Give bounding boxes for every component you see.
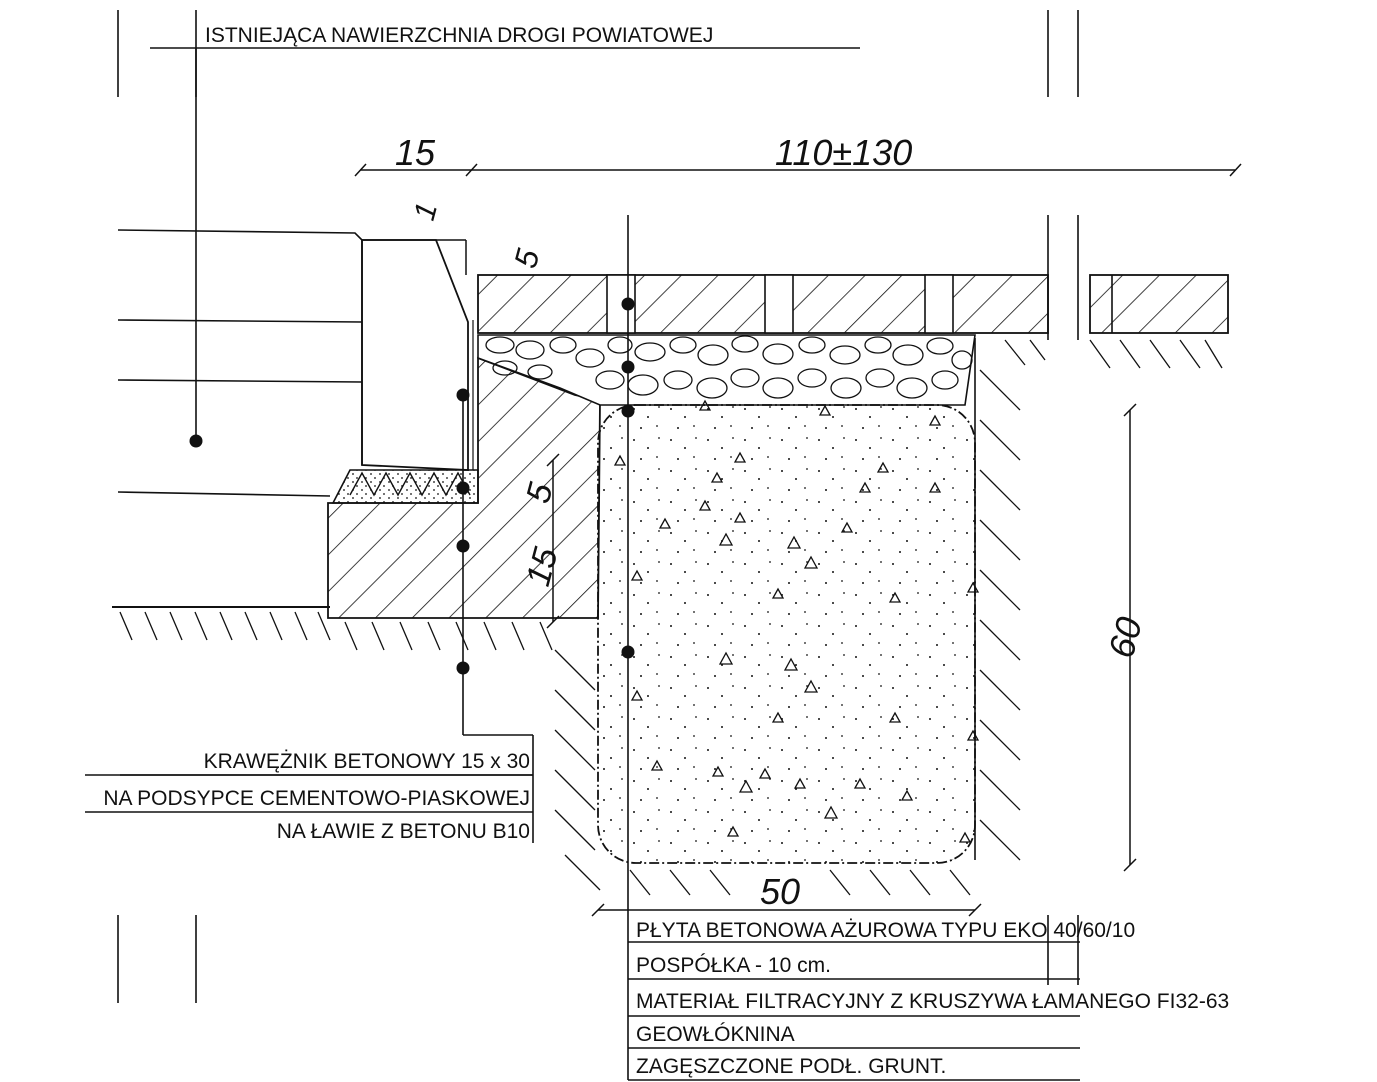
dim-60: 60 xyxy=(1100,613,1150,662)
filter-aggregate xyxy=(597,404,976,864)
ground-hatch-left xyxy=(119,611,553,651)
dim-50: 50 xyxy=(760,871,800,912)
dim-15-top: 15 xyxy=(395,132,436,173)
existing-road-layers xyxy=(117,229,436,497)
layer-label-5: ZAGĘSZCZONE PODŁ. GRUNT. xyxy=(636,1055,946,1078)
top-label: ISTNIEJĄCA NAWIERZCHNIA DROGI POWIATOWEJ xyxy=(205,24,713,47)
dim-1: 1 xyxy=(408,199,444,224)
layer-label-3: MATERIAŁ FILTRACYJNY Z KRUSZYWA ŁAMANEGO… xyxy=(636,990,1229,1013)
bedding-layer xyxy=(331,469,479,504)
bedding-zigzag xyxy=(349,471,471,497)
layer-label-1: PŁYTA BETONOWA AŻUROWA TYPU EKO 40/60/10 xyxy=(636,919,1135,942)
layer-label-4: GEOWŁÓKNINA xyxy=(636,1023,795,1046)
layer-label-2: POSPÓŁKA - 10 cm. xyxy=(636,954,831,977)
curb-label-line3: NA ŁAWIE Z BETONU B10 xyxy=(277,820,530,843)
layer-legend xyxy=(628,941,1080,1081)
curb-label-line1: KRAWĘŻNIK BETONOWY 15 x 30 xyxy=(204,750,530,773)
dimension-lines xyxy=(354,163,1242,917)
curb-label-line2: NA PODSYPCE CEMENTOWO-PIASKOWEJ xyxy=(103,787,530,810)
gravel-stones xyxy=(485,335,973,399)
concrete-slabs xyxy=(477,274,1229,334)
dim-110: 110±130 xyxy=(775,132,912,173)
curb xyxy=(361,239,469,471)
dim-5-top: 5 xyxy=(507,245,546,272)
leader-dots xyxy=(189,297,635,675)
trench-ground-hatch xyxy=(554,339,1223,896)
aggregate-triangles xyxy=(613,399,980,843)
